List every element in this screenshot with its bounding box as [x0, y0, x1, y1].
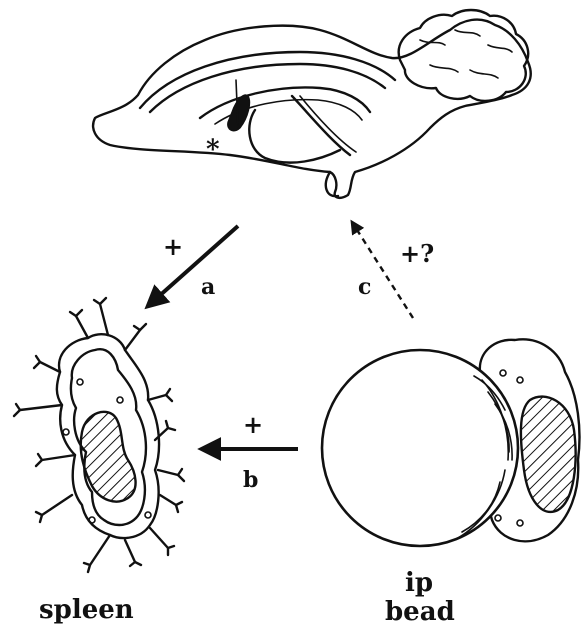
fiber-tract-2	[300, 96, 356, 152]
cerebellum	[399, 10, 528, 101]
spleen-illustration: spleen	[14, 298, 184, 625]
arrow-b-sign: +	[243, 410, 263, 439]
arrow-b-letter: b	[243, 467, 258, 493]
ip-bead	[322, 350, 518, 546]
arrow-a-sign: +	[163, 232, 183, 261]
corpus-callosum-inner	[150, 64, 385, 112]
arrow-c-letter: c	[358, 274, 371, 300]
brain-outline	[93, 20, 531, 198]
hippocampus-curve	[200, 87, 370, 118]
arrow-a	[148, 226, 238, 306]
arrow-c-group: +? c	[352, 222, 434, 318]
arrow-a-letter: a	[201, 274, 215, 300]
thalamus-loop	[249, 110, 340, 163]
brain-illustration: *	[93, 10, 531, 198]
arrow-c-sign: +?	[400, 239, 434, 268]
brain-asterisk: *	[206, 135, 220, 165]
bead-caption-line2: bead	[385, 597, 455, 627]
arrow-c	[352, 222, 413, 318]
arrow-a-group: + a	[148, 226, 238, 306]
lymph-node-hatched	[521, 397, 576, 512]
bead-caption-line1: ip	[405, 568, 433, 598]
ip-bead-illustration: ip bead	[322, 339, 579, 627]
spleen-caption: spleen	[39, 595, 134, 625]
arrow-b-group: + b	[202, 410, 298, 493]
